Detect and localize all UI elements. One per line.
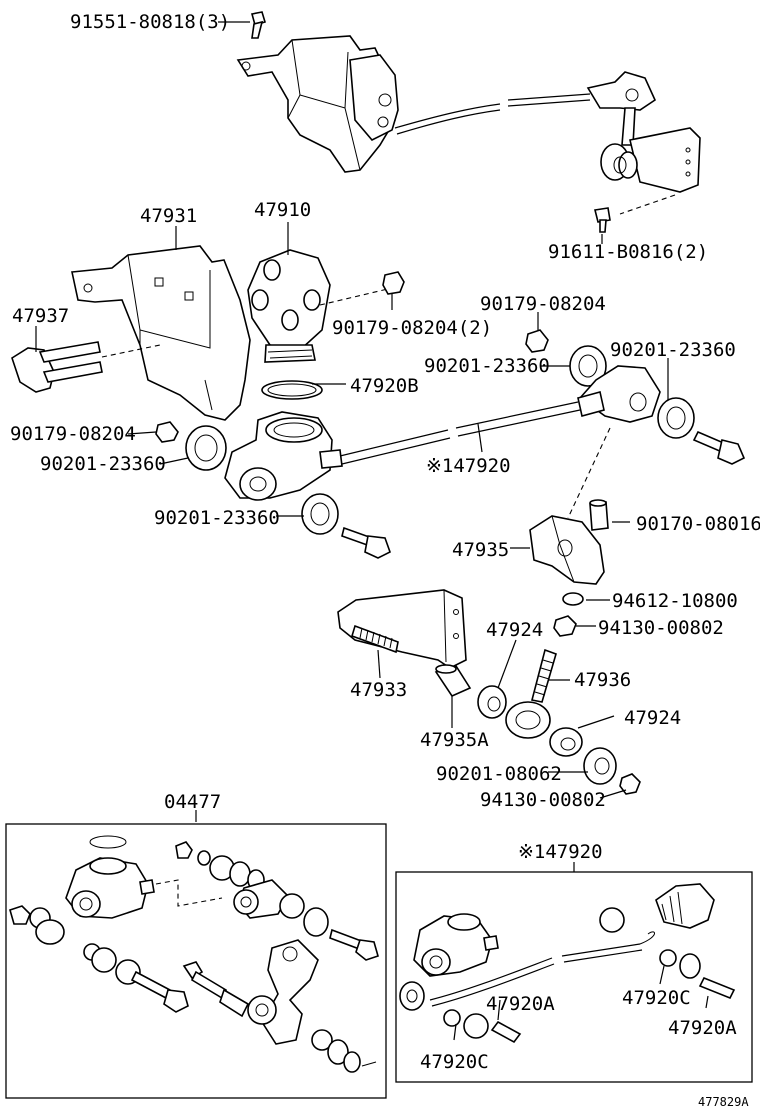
label-47920a-1: 47920A [486,993,555,1015]
label-90201-a: 90201-23360 [424,355,550,377]
label-47920: ※147920 [426,455,511,477]
washer-94612-icon [562,592,584,606]
label-47937: 47937 [12,305,69,327]
kit-04477-contents [9,835,379,1073]
label-90201-d: 90201-23360 [154,507,280,529]
lower-bracket-icon [629,127,701,193]
label-47920b: 47920B [350,375,419,397]
bushing-47924-upper-icon [477,685,507,719]
banjo-fitting-right-icon [577,365,661,423]
link-parts [337,499,641,795]
label-90201-e: 90201-08062 [436,763,562,785]
label-47924-b: 47924 [624,707,681,729]
label-90201-b: 90201-23360 [610,339,736,361]
bolt-91551-icon [251,11,266,39]
nut-90179-icon [382,271,405,295]
label-47910: 47910 [254,199,311,221]
label-90201-c: 90201-23360 [40,453,166,475]
illustration-code: 477829A [698,1095,749,1109]
nut-90179-left-icon [155,421,179,443]
height-sensor-body-icon [349,54,399,141]
bolt-47937-icon [11,341,103,393]
label-90179-a: 90179-08204 [480,293,606,315]
label-90179-2: 90179-08204(2) [332,317,492,339]
stud-47936-icon [505,648,557,739]
label-94130-a: 94130-00802 [598,617,724,639]
mid-assembly [11,245,746,559]
banjo-bolt-lower-icon [341,526,391,559]
washer-90201-right-icon [657,397,695,439]
label-90170: 90170-08016 [636,513,760,535]
bracket-47931-icon [71,245,251,421]
label-94612: 94612-10800 [612,590,738,612]
label-47935: 47935 [452,539,509,561]
banjo-bolt-right-icon [692,430,746,465]
washer-90201-lower-icon [301,493,339,535]
kit-47920-contents [399,883,736,1044]
collar-90170-icon [589,499,609,531]
banjo-fitting-icon [224,411,343,501]
kit-47920-box [395,871,753,1083]
nut-94130-lower-icon [619,773,641,795]
label-91551: 91551-80818(3) [70,11,230,33]
leader-lines [35,21,669,872]
label-47924-a: 47924 [486,619,543,641]
label-47935a: 47935A [420,729,489,751]
label-47933: 47933 [350,679,407,701]
nut-90179-right-icon [525,329,549,353]
washer-90201-left-icon [185,425,227,471]
callout-labels: 91551-80818(3) 91611-B0816(2) 47931 4791… [10,11,760,1109]
label-04477: 04477 [164,791,221,813]
washer-90201-08062-icon [583,747,617,785]
label-94130-b: 94130-00802 [480,789,606,811]
label-47936: 47936 [574,669,631,691]
collar-47935a-icon [434,664,472,698]
kit-leader-lines [453,965,709,1041]
bushing-47924-lower-icon [549,727,583,757]
bracket-47935-icon [529,515,605,585]
top-sensor-assembly [236,11,701,233]
kit-04477-box [5,823,387,1099]
bolt-91611-icon [594,207,611,233]
link-end-icon [586,71,657,111]
label-47920a-2: 47920A [668,1017,737,1039]
label-47920-kit: ※147920 [518,841,603,863]
nut-94130-icon [553,615,577,637]
clip-47920b-icon [261,380,323,400]
label-90179-b: 90179-08204 [10,423,136,445]
label-47920c-1: 47920C [420,1051,489,1073]
label-91611: 91611-B0816(2) [548,241,708,263]
label-47931: 47931 [140,205,197,227]
label-47920c-2: 47920C [622,987,691,1009]
